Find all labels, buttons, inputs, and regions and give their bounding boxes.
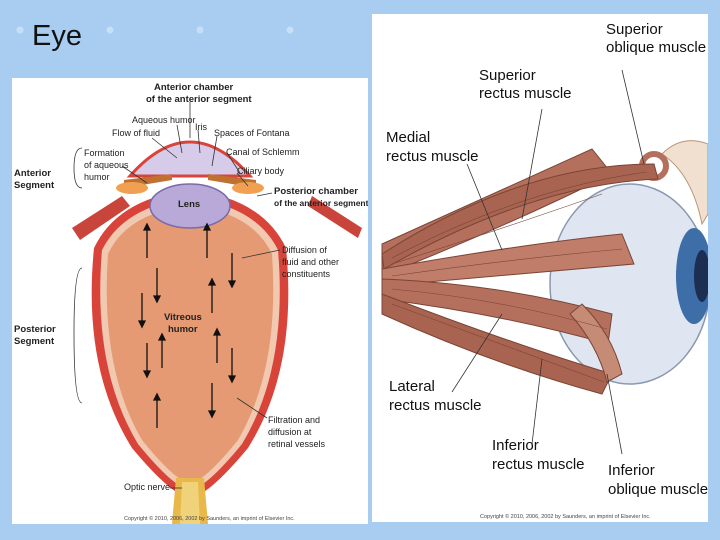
label-posterior-chamber: Posterior chamber (274, 186, 358, 197)
medial-rectus-shape (381, 233, 635, 287)
anterior-chamber (126, 140, 254, 178)
upper-right-muscle (308, 196, 362, 238)
label-formation-3: humor (84, 172, 110, 182)
label-anterior-chamber: Anterior chamber (154, 82, 233, 93)
slide-title: Eye (32, 20, 82, 52)
label-anterior-segment: Anterior (14, 168, 51, 179)
extraocular-muscles-diagram: Superior oblique muscle Superior rectus … (381, 21, 708, 520)
muscle-fibers (391, 171, 648, 383)
leader-lines (73, 102, 281, 489)
label-formation: Formation (84, 148, 125, 158)
inferior-oblique-shape (569, 303, 623, 383)
label-anterior-segment-2: Segment (14, 180, 55, 191)
extraocular-muscles-panel: Superior oblique muscle Superior rectus … (372, 14, 708, 522)
inferior-rectus-shape (381, 293, 613, 395)
label-vitreous-humor: Vitreous (164, 312, 202, 323)
label-posterior-chamber-2: of the anterior segment (274, 198, 368, 208)
label-aqueous-humor: Aqueous humor (132, 115, 196, 125)
pupil (694, 250, 708, 302)
lens (149, 183, 231, 229)
label-posterior-segment: Posterior (14, 324, 56, 335)
label-canal-of-schlemm: Canal of Schlemm (226, 147, 300, 157)
label-superior-oblique: Superior (606, 21, 663, 38)
label-medial-rectus-2: rectus muscle (386, 148, 479, 165)
label-filtration-3: retinal vessels (268, 439, 326, 449)
label-inferior-oblique-2: oblique muscle (608, 481, 708, 498)
label-anterior-chamber-2: of the anterior segment (146, 94, 252, 105)
upper-extraocular-muscle (72, 196, 130, 240)
label-superior-rectus-2: rectus muscle (479, 85, 572, 102)
label-superior-rectus: Superior (479, 67, 536, 84)
label-superior-oblique-2: oblique muscle (606, 39, 706, 56)
label-vitreous-humor-2: humor (168, 324, 198, 335)
label-filtration-2: diffusion at (268, 427, 312, 437)
label-diffusion-2: fluid and other (282, 257, 339, 267)
fluid-flow-arrows (137, 222, 237, 428)
label-iris: Iris (195, 122, 207, 132)
label-inferior-oblique: Inferior (608, 462, 655, 479)
muscle-leader-lines (451, 69, 645, 455)
label-lateral-rectus-2: rectus muscle (389, 397, 482, 414)
label-diffusion-3: constituents (282, 269, 331, 279)
label-inferior-rectus-2: rectus muscle (492, 456, 585, 473)
eye-cross-section-panel: Anterior chamber of the anterior segment… (12, 78, 368, 524)
ciliary-body-left (116, 182, 148, 194)
label-spaces-of-fontana: Spaces of Fontana (214, 128, 290, 138)
label-diffusion: Diffusion of (282, 245, 327, 255)
ciliary-body-right (232, 182, 264, 194)
label-flow-of-fluid: Flow of fluid (112, 128, 160, 138)
label-formation-2: of aqueous (84, 160, 129, 170)
label-lateral-rectus: Lateral (389, 378, 435, 395)
label-ciliary-body: Ciliary body (237, 166, 285, 176)
label-inferior-rectus: Inferior (492, 437, 539, 454)
eye-copyright: Copyright © 2010, 2006, 2002 by Saunders… (124, 515, 295, 522)
muscle-copyright: Copyright © 2010, 2006, 2002 by Saunders… (480, 513, 651, 520)
label-lens: Lens (178, 199, 200, 210)
label-filtration: Filtration and (268, 415, 320, 425)
nasal-bone (661, 140, 708, 226)
label-posterior-segment-2: Segment (14, 336, 55, 347)
label-medial-rectus: Medial (386, 129, 430, 146)
label-optic-nerve: Optic nerve (124, 482, 170, 492)
eye-cross-section-diagram: Anterior chamber of the anterior segment… (14, 82, 368, 524)
